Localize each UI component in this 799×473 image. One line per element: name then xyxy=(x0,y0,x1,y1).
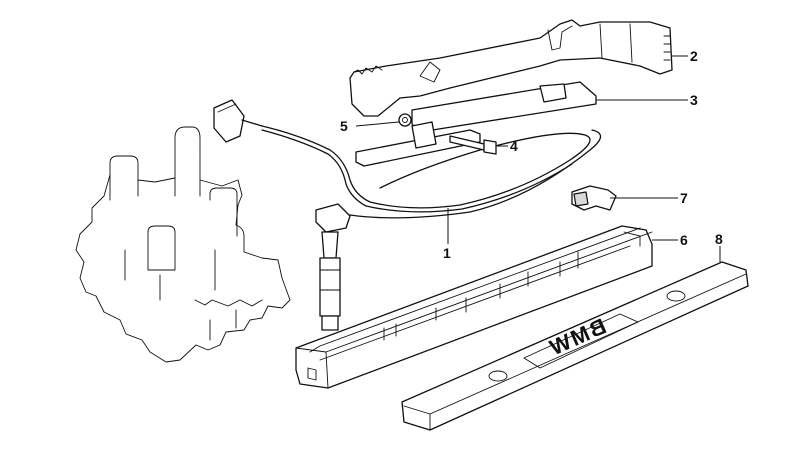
callout-3: 3 xyxy=(690,92,698,108)
callout-2: 2 xyxy=(690,48,698,64)
part-6-cover-housing xyxy=(295,225,653,389)
part-4-bolt xyxy=(449,135,497,155)
callout-7: 7 xyxy=(680,190,688,206)
part-8-bmw-cover-plate xyxy=(401,261,749,431)
callout-8: 8 xyxy=(715,231,723,247)
upper-spark-plug-boot xyxy=(213,99,263,143)
part-7-clip xyxy=(571,185,617,211)
part-3-bracket-rail xyxy=(411,81,597,133)
callout-6: 6 xyxy=(680,232,688,248)
part-5-nut xyxy=(398,113,412,127)
callout-4: 4 xyxy=(510,138,518,154)
callout-1: 1 xyxy=(443,245,451,261)
lower-spark-plug-boot xyxy=(315,203,351,331)
callout-5: 5 xyxy=(340,118,348,134)
ignition-lead xyxy=(261,125,602,219)
mounting-plate xyxy=(355,121,481,167)
distributor-outline xyxy=(75,126,291,363)
part-2-cover-strip xyxy=(349,19,673,117)
